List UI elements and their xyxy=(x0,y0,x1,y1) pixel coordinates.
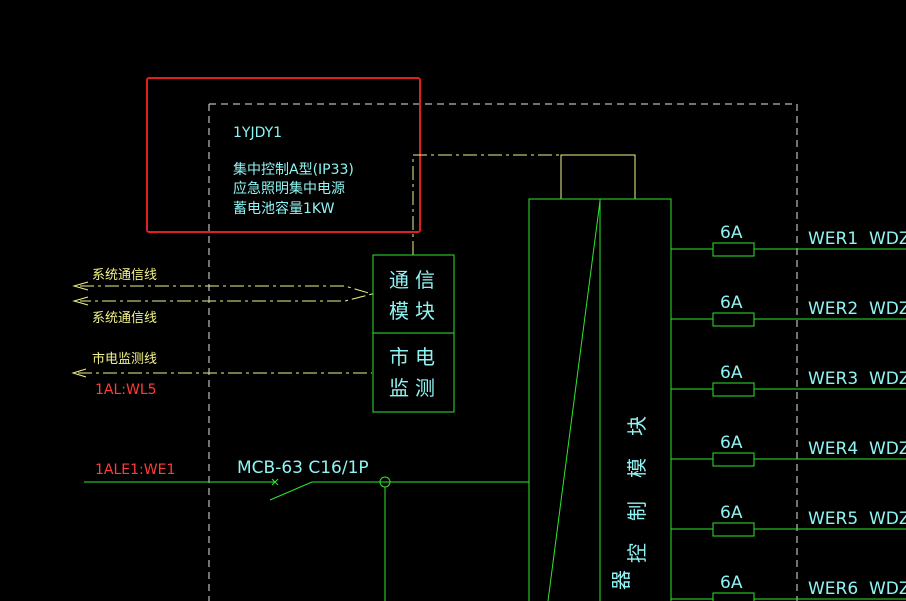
control-module-char3: 模 xyxy=(625,458,649,478)
output-circuit: 6A WER6 WDZC xyxy=(671,573,906,601)
fuse-symbol xyxy=(712,522,755,537)
control-module-char1: 控 xyxy=(625,543,649,563)
panel-function: 应急照明集中电源 xyxy=(233,180,345,197)
panel-battery-capacity: 蓄电池容量1KW xyxy=(233,200,335,217)
comm-module-char4: 块 xyxy=(415,299,435,323)
enclosure-frame xyxy=(208,103,798,601)
mains-monitor-char3: 监 xyxy=(389,376,409,400)
cable-type: WDZC xyxy=(869,579,906,599)
comm-line-pair xyxy=(72,281,374,306)
fuse-rating: 6A xyxy=(720,573,743,593)
circuit-id: WER5 xyxy=(808,509,858,529)
cable-type: WDZC xyxy=(869,229,906,249)
mains-monitor-char1: 市 xyxy=(389,345,409,369)
panel-id: 1YJDY1 xyxy=(233,125,282,141)
input-source-label: 1ALE1:WE1 xyxy=(95,462,175,478)
comm-module-char3: 模 xyxy=(389,299,409,323)
control-module-char4: 块 xyxy=(625,416,649,436)
circuit-id: WER4 xyxy=(808,439,858,459)
comm-module-box xyxy=(372,254,455,334)
mains-monitor-label: 市电监测线 xyxy=(92,351,157,367)
control-block xyxy=(528,198,672,601)
comm-link-bracket xyxy=(560,154,636,199)
fuse-rating: 6A xyxy=(720,293,743,313)
fuse-rating: 6A xyxy=(720,363,743,383)
mains-monitor-char2: 电 xyxy=(415,345,435,369)
mains-monitor-char4: 测 xyxy=(415,376,435,400)
circuit-id: WER1 xyxy=(808,229,858,249)
circuit-id: WER2 xyxy=(808,299,858,319)
cable-type: WDZC xyxy=(869,439,906,459)
fuse-symbol xyxy=(712,242,755,257)
cable-type: WDZC xyxy=(869,509,906,529)
output-circuit: 6A WER1 WDZC xyxy=(671,223,906,257)
breaker-label: MCB-63 C16/1P xyxy=(237,458,369,478)
output-circuit: 6A WER5 WDZC xyxy=(671,503,906,537)
fuse-symbol xyxy=(712,382,755,397)
circuit-id: WER3 xyxy=(808,369,858,389)
fuse-symbol xyxy=(712,312,755,327)
control-module-label: 器 控 制 模 块 xyxy=(609,416,649,590)
fuse-symbol xyxy=(712,452,755,467)
panel-type: 集中控制A型(IP33) xyxy=(233,161,354,178)
fuse-rating: 6A xyxy=(720,503,743,523)
cable-type: WDZC xyxy=(869,299,906,319)
output-circuit: 6A WER2 WDZC xyxy=(671,293,906,327)
control-module-char5: 器 xyxy=(609,570,633,590)
output-circuit: 6A WER4 WDZC xyxy=(671,433,906,467)
cable-type: WDZC xyxy=(869,369,906,389)
fuse-symbol xyxy=(712,592,755,601)
output-circuit: 6A WER3 WDZC xyxy=(671,363,906,397)
comm-module-char2: 信 xyxy=(415,268,435,292)
comm-module-char1: 通 xyxy=(389,268,409,292)
mains-source-label: 1AL:WL5 xyxy=(95,382,157,398)
comm-link-line xyxy=(412,154,635,255)
output-circuits: 6A WER1 WDZC 6A WER2 WDZC 6A WER3 WDZC 6… xyxy=(671,223,906,601)
mains-monitor-line xyxy=(71,368,372,378)
fuse-rating: 6A xyxy=(720,433,743,453)
comm-line-label-bottom: 系统通信线 xyxy=(92,311,157,326)
input-feeder xyxy=(84,476,529,601)
mains-monitor-box xyxy=(372,332,455,413)
fuse-rating: 6A xyxy=(720,223,743,243)
comm-line-label-top: 系统通信线 xyxy=(92,268,157,283)
control-module-char2: 制 xyxy=(625,501,649,521)
circuit-id: WER6 xyxy=(808,579,858,599)
